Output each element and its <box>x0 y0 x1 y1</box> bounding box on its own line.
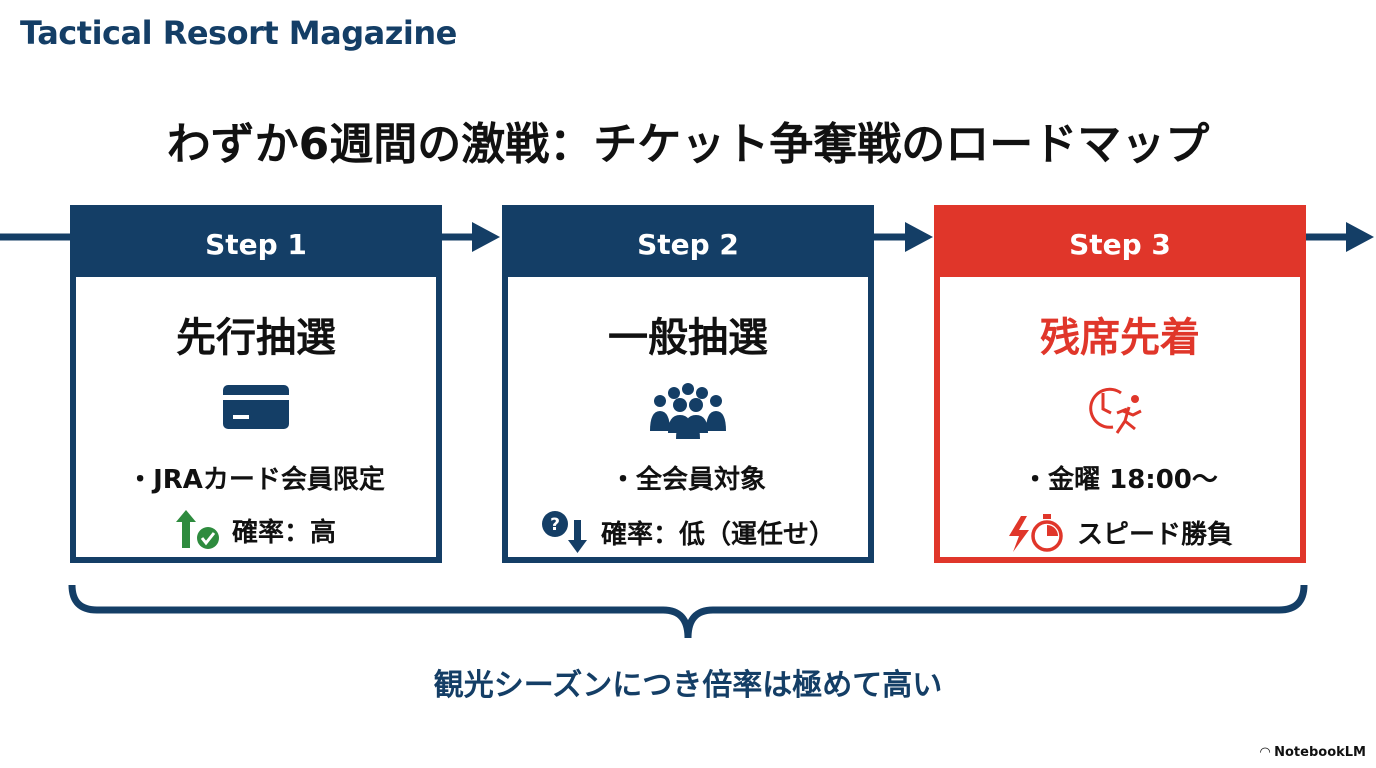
step-label: Step 1 <box>76 211 436 277</box>
credit-card-icon <box>223 385 289 429</box>
lightning-stopwatch-icon <box>1008 514 1063 552</box>
step-name: 一般抽選 <box>608 315 768 361</box>
speed-text: スピード勝負 <box>1076 519 1233 550</box>
brand-title: Tactical Resort Magazine <box>20 14 457 52</box>
svg-text:?: ? <box>550 515 560 535</box>
footer-text: NotebookLM <box>1274 745 1366 760</box>
notebooklm-watermark: ◠NotebookLM <box>1260 745 1366 760</box>
step-detail: ・全会員対象 <box>609 465 766 495</box>
notebooklm-logo-icon: ◠ <box>1260 745 1271 760</box>
step-name: 先行抽選 <box>176 315 336 361</box>
probability-text: 確率：低（運任せ） <box>600 519 835 550</box>
step-3-card: Step 3 残席先着 ・金曜 18:00〜 スピード勝負 <box>934 205 1306 563</box>
step-1-card: Step 1 先行抽選 ・JRAカード会員限定 確率：高 <box>70 205 442 563</box>
up-arrow-check-icon <box>175 510 219 549</box>
brace <box>68 584 1308 639</box>
step-2-card: Step 2 一般抽選 ・全会員対象 ? 確率：低（運任せ） <box>502 205 874 563</box>
arrow-right-icon <box>472 222 500 252</box>
probability-text: 確率：高 <box>231 517 336 548</box>
question-down-arrow-icon: ? <box>541 511 587 553</box>
clock-runner-icon <box>1089 387 1142 434</box>
step-detail: ・JRAカード会員限定 <box>127 465 385 495</box>
caption: 観光シーズンにつき倍率は極めて高い <box>433 668 943 703</box>
crowd-icon <box>650 383 726 439</box>
page-title: わずか6週間の激戦：チケット争奪戦のロードマップ <box>166 119 1210 170</box>
arrow-right-icon <box>1346 222 1374 252</box>
arrow-right-icon <box>905 222 933 252</box>
step-label: Step 2 <box>508 211 868 277</box>
step-name: 残席先着 <box>1040 315 1200 361</box>
step-detail: ・金曜 18:00〜 <box>1022 465 1218 495</box>
step-label: Step 3 <box>940 211 1300 277</box>
